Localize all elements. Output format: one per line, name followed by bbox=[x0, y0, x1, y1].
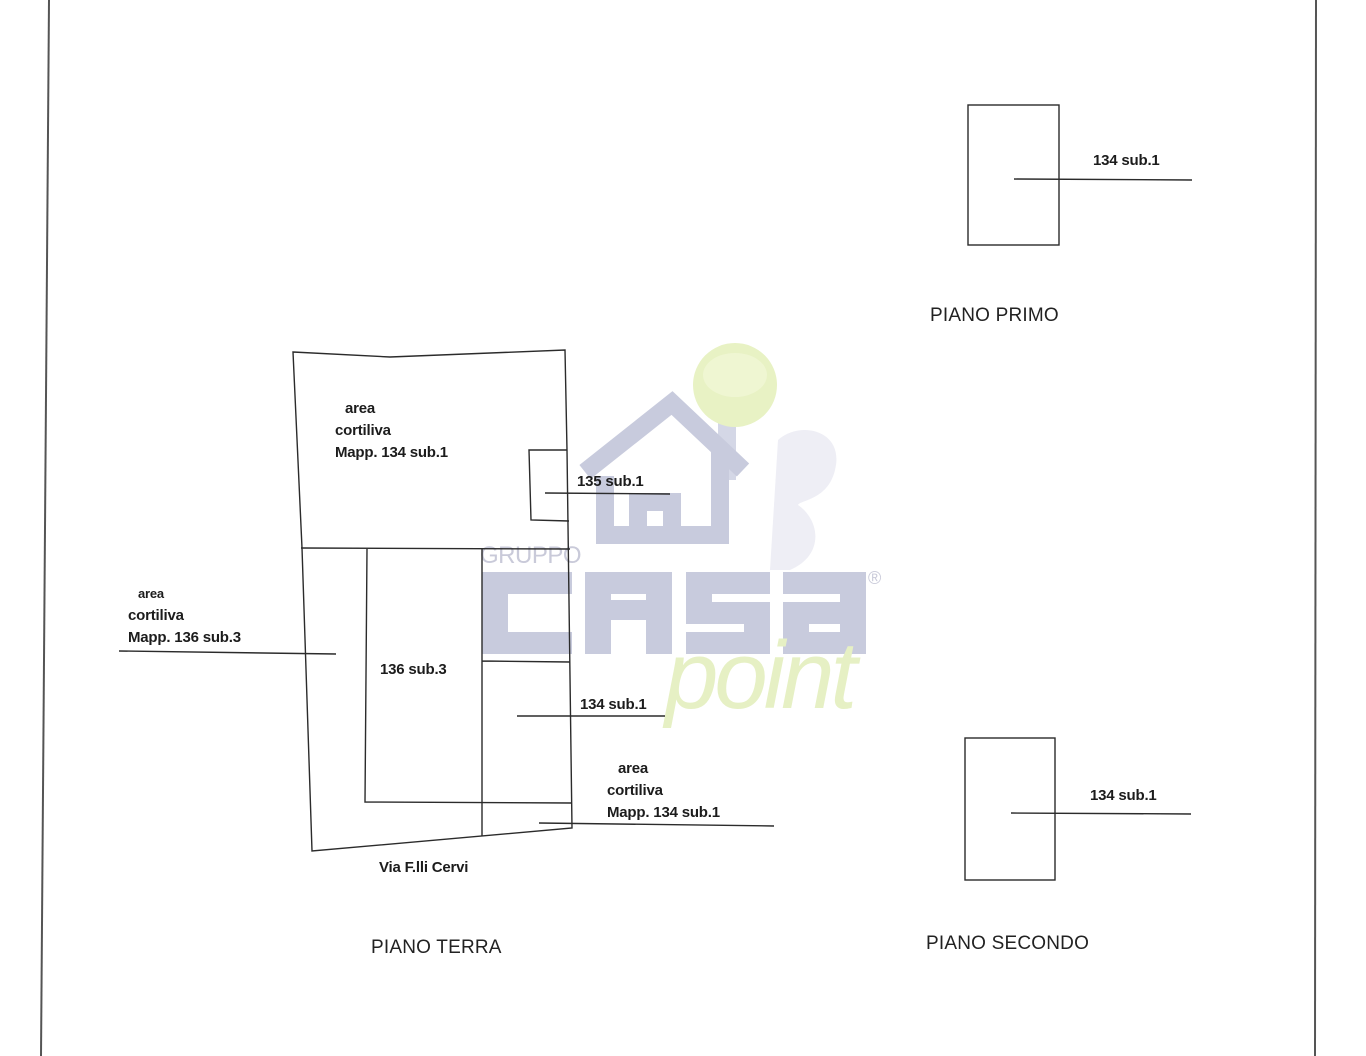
sheet-border-left bbox=[40, 0, 50, 1056]
ground-floor-title: PIANO TERRA bbox=[371, 937, 502, 958]
label-line: area bbox=[138, 586, 164, 601]
label-unit-135-sub1: 135 sub.1 bbox=[577, 473, 644, 490]
label-line: Mapp. 134 sub.1 bbox=[607, 804, 720, 821]
label-line: area bbox=[618, 760, 649, 777]
street-name-label: Via F.lli Cervi bbox=[379, 859, 469, 876]
label-line: area bbox=[345, 400, 376, 417]
label-line: cortiliva bbox=[607, 782, 663, 799]
label-area-cortiliva-134-north: area cortiliva Mapp. 134 sub.1 bbox=[335, 398, 448, 464]
unit-136-box bbox=[364, 548, 572, 804]
label-line: cortiliva bbox=[335, 422, 391, 439]
first-floor-title: PIANO PRIMO bbox=[930, 305, 1059, 326]
casa-wordmark-icon bbox=[482, 572, 866, 654]
label-line: Mapp. 134 sub.1 bbox=[335, 444, 448, 461]
label-area-cortiliva-134-south: area cortiliva Mapp. 134 sub.1 bbox=[607, 758, 720, 824]
label-line: Mapp. 136 sub.3 bbox=[128, 629, 241, 646]
label-unit-136-sub3: 136 sub.3 bbox=[380, 661, 447, 678]
sheet-border-right bbox=[1314, 0, 1317, 1056]
ground-floor-outline bbox=[292, 349, 573, 852]
second-floor-title: PIANO SECONDO bbox=[926, 933, 1090, 954]
house-icon bbox=[579, 391, 750, 544]
label-line: cortiliva bbox=[128, 607, 184, 624]
label-area-cortiliva-136-west: area cortiliva Mapp. 136 sub.3 bbox=[128, 583, 241, 649]
label-unit-134-sub1: 134 sub.1 bbox=[580, 696, 647, 713]
first-floor-unit-box bbox=[967, 104, 1060, 246]
cloud-shape-icon bbox=[770, 430, 837, 570]
first-floor-unit-label: 134 sub.1 bbox=[1093, 152, 1160, 169]
second-floor-unit-box bbox=[964, 737, 1056, 881]
unit-134-box bbox=[481, 549, 571, 836]
unit-135-box bbox=[528, 449, 570, 522]
second-floor-unit-label: 134 sub.1 bbox=[1090, 787, 1157, 804]
